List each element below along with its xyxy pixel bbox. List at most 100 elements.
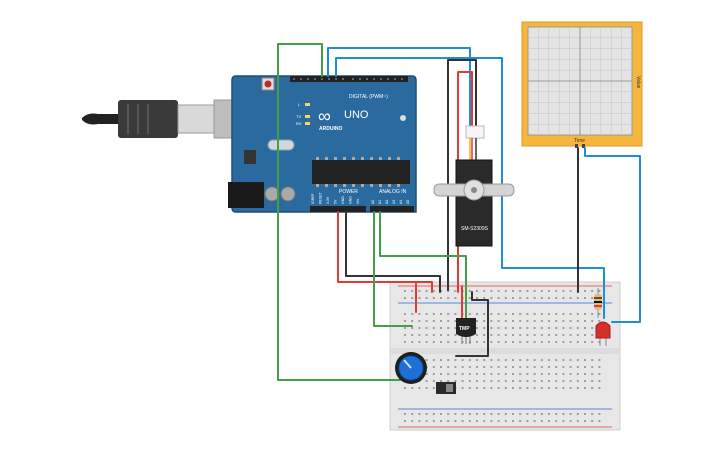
- breadboard-hole: [591, 387, 594, 389]
- breadboard-hole: [533, 366, 536, 368]
- header-pin-label: RESET: [319, 191, 323, 204]
- breadboard-hole: [540, 366, 543, 368]
- breadboard-hole: [497, 359, 500, 361]
- slide-switch[interactable]: [436, 382, 456, 394]
- plotter-pin-2: [582, 144, 585, 148]
- breadboard-hole: [533, 341, 536, 343]
- breadboard-hole: [504, 341, 507, 343]
- breadboard-hole: [461, 413, 464, 415]
- arduino-uno-board[interactable]: DIGITAL (PWM~) ∞ UNO ARDUINO L TX RX POW…: [228, 75, 417, 213]
- wire-blue-pin9-led: [335, 57, 605, 319]
- breadboard-hole: [454, 341, 457, 343]
- breadboard-hole: [425, 334, 428, 336]
- breadboard-hole: [497, 297, 500, 299]
- breadboard-hole: [425, 373, 428, 375]
- header-pin-label: Vin: [356, 199, 360, 204]
- potentiometer-indicator: [403, 359, 412, 369]
- breadboard-hole: [483, 290, 486, 292]
- breadboard-hole: [548, 366, 550, 368]
- breadboard-hole: [454, 290, 457, 292]
- breadboard-hole: [468, 313, 471, 315]
- breadboard-hole: [461, 380, 464, 382]
- breadboard-hole: [562, 359, 565, 361]
- breadboard-hole: [519, 413, 522, 415]
- analog-header: [370, 206, 414, 212]
- breadboard-hole: [418, 320, 421, 322]
- slide-switch-handle[interactable]: [446, 384, 453, 392]
- servo-connector: [465, 125, 485, 139]
- breadboard-hole: [584, 380, 586, 382]
- wire-black-jumper-bottom: [455, 291, 489, 357]
- red-led[interactable]: [595, 321, 611, 346]
- breadboard-hole: [440, 327, 442, 329]
- temperature-sensor[interactable]: TMP: [456, 318, 476, 344]
- servo-motor[interactable]: SM-S2309S: [433, 125, 515, 247]
- breadboard-hole: [576, 334, 579, 336]
- breadboard-hole: [533, 413, 536, 415]
- breadboard-hole: [576, 327, 579, 329]
- breadboard-hole: [533, 290, 536, 292]
- breadboard-hole: [418, 297, 421, 299]
- breadboard-hole: [584, 297, 586, 299]
- breadboard-hole: [591, 413, 594, 415]
- breadboard-hole: [461, 373, 464, 375]
- breadboard-hole: [497, 290, 500, 292]
- breadboard-hole: [476, 320, 478, 322]
- breadboard-hole: [548, 290, 550, 292]
- breadboard[interactable]: [389, 281, 621, 431]
- breadboard-hole: [418, 413, 421, 415]
- breadboard-hole: [504, 387, 507, 389]
- potentiometer[interactable]: [395, 352, 427, 384]
- led-l: [305, 103, 310, 106]
- breadboard-hole: [490, 297, 493, 299]
- breadboard-hole: [504, 327, 507, 329]
- breadboard-hole: [519, 380, 522, 382]
- breadboard-hole: [404, 387, 406, 389]
- breadboard-hole: [526, 313, 529, 315]
- breadboard-hole: [576, 380, 579, 382]
- header-pin-label: A3: [392, 200, 396, 204]
- voltage-regulator: [244, 150, 256, 164]
- breadboard-hole: [440, 320, 442, 322]
- breadboard-hole: [476, 387, 478, 389]
- breadboard-body: [389, 281, 621, 431]
- breadboard-hole: [418, 327, 421, 329]
- breadboard-hole: [576, 341, 579, 343]
- breadboard-hole: [454, 380, 457, 382]
- breadboard-hole: [454, 359, 457, 361]
- breadboard-hole: [569, 327, 572, 329]
- breadboard-hole: [598, 387, 601, 389]
- breadboard-hole: [591, 297, 594, 299]
- reset-button-cap[interactable]: [264, 80, 272, 88]
- breadboard-hole: [497, 366, 500, 368]
- breadboard-hole: [454, 413, 457, 415]
- header-pin-label: A1: [378, 200, 382, 204]
- crystal-oscillator: [267, 139, 295, 151]
- breadboard-hole: [598, 290, 601, 292]
- breadboard-hole: [411, 327, 414, 329]
- breadboard-hole: [447, 320, 450, 322]
- breadboard-hole: [483, 420, 486, 422]
- breadboard-hole: [540, 290, 543, 292]
- breadboard-hole: [476, 297, 478, 299]
- breadboard-hole: [461, 341, 464, 343]
- breadboard-hole: [490, 380, 493, 382]
- atmega-chip: [312, 160, 410, 184]
- breadboard-hole: [411, 297, 414, 299]
- breadboard-hole: [540, 359, 543, 361]
- breadboard-hole: [555, 297, 558, 299]
- breadboard-hole: [483, 359, 486, 361]
- breadboard-hole: [512, 413, 514, 415]
- breadboard-hole: [569, 297, 572, 299]
- breadboard-hole: [476, 290, 478, 292]
- breadboard-hole: [418, 341, 421, 343]
- serial-plotter[interactable]: Time Value: [521, 21, 643, 148]
- breadboard-hole: [440, 373, 442, 375]
- breadboard-hole: [476, 413, 478, 415]
- breadboard-hole: [468, 297, 471, 299]
- breadboard-hole: [526, 366, 529, 368]
- breadboard-hole: [526, 420, 529, 422]
- usb-cable-end: [82, 113, 120, 125]
- breadboard-hole: [533, 359, 536, 361]
- breadboard-hole: [562, 290, 565, 292]
